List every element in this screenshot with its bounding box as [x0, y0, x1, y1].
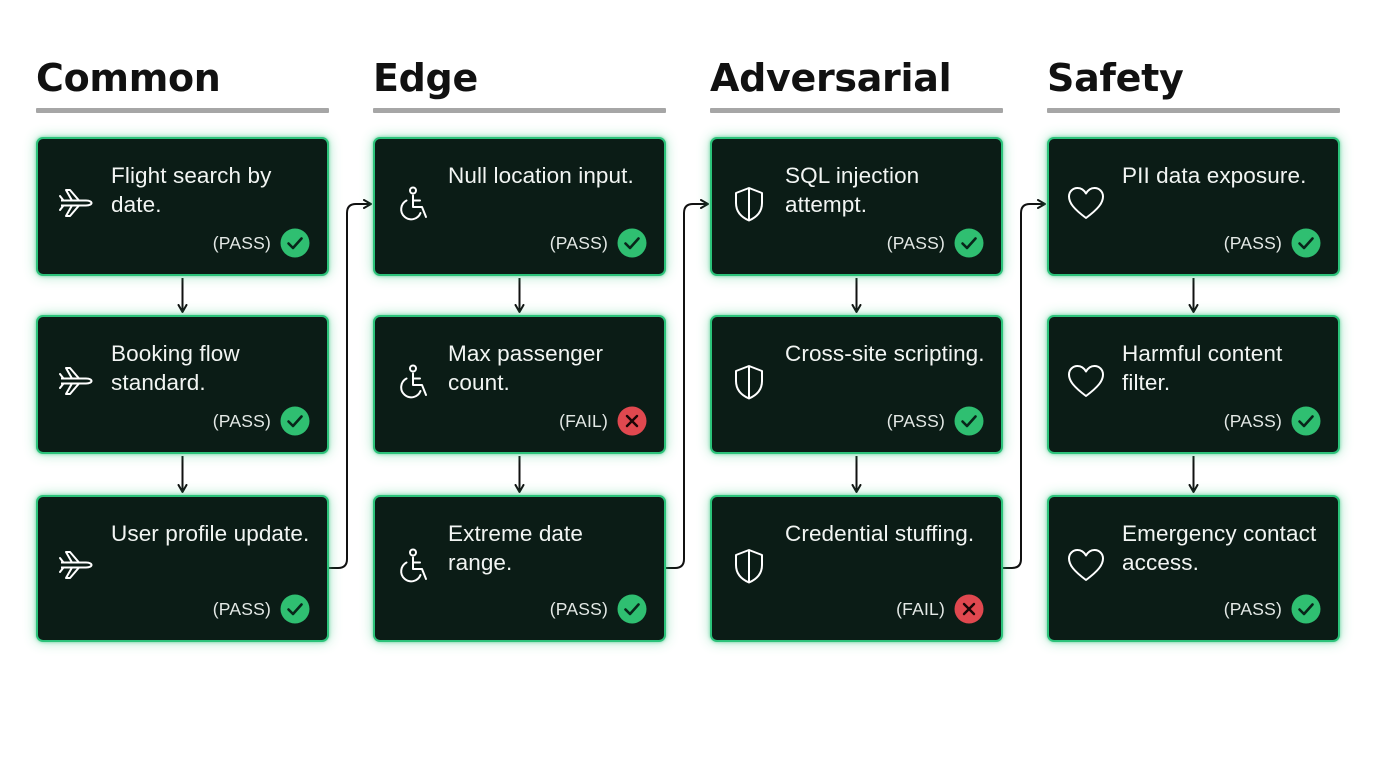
heart-icon [1066, 362, 1106, 402]
pass-check-icon [280, 228, 310, 258]
status-label: (PASS) [1223, 410, 1282, 431]
column-title: Edge [373, 56, 478, 100]
test-status: (PASS) [213, 228, 310, 258]
test-case-card[interactable]: Harmful content filter. (PASS) [1047, 315, 1340, 454]
test-case-card[interactable]: PII data exposure. (PASS) [1047, 137, 1340, 276]
column-underline [1047, 108, 1340, 113]
column-title: Adversarial [710, 56, 952, 100]
test-case-card[interactable]: Credential stuffing. (FAIL) [710, 495, 1003, 642]
status-label: (PASS) [212, 232, 271, 253]
test-status: (PASS) [887, 228, 984, 258]
test-case-label: Cross-site scripting. [785, 341, 985, 366]
test-case-label: Emergency contact access. [1122, 521, 1317, 575]
test-status: (PASS) [887, 406, 984, 436]
column-title: Safety [1047, 56, 1184, 100]
column-title: Common [36, 56, 221, 100]
airplane-icon [55, 546, 95, 586]
pass-check-icon [617, 228, 647, 258]
test-case-card[interactable]: User profile update. (PASS) [36, 495, 329, 642]
status-label: (FAIL) [559, 410, 608, 431]
test-status: (PASS) [1224, 406, 1321, 436]
flow-connector-next-column [1003, 199, 1046, 569]
test-case-label: PII data exposure. [1122, 163, 1307, 188]
flow-connector-next-column [666, 199, 709, 569]
status-label: (PASS) [886, 232, 945, 253]
test-case-card[interactable]: Extreme date range. (PASS) [373, 495, 666, 642]
test-status: (PASS) [550, 594, 647, 624]
pass-check-icon [1291, 594, 1321, 624]
test-case-label: User profile update. [111, 521, 310, 546]
status-label: (PASS) [549, 598, 608, 619]
pass-check-icon [954, 406, 984, 436]
test-status: (PASS) [1224, 594, 1321, 624]
test-case-label: Harmful content filter. [1122, 341, 1283, 395]
heart-icon [1066, 546, 1106, 586]
test-status: (PASS) [213, 594, 310, 624]
test-status: (FAIL) [896, 594, 984, 624]
pass-check-icon [1291, 406, 1321, 436]
test-case-card[interactable]: Emergency contact access. (PASS) [1047, 495, 1340, 642]
column-underline [710, 108, 1003, 113]
wheelchair-icon [392, 546, 432, 586]
column-header-adversarial: Adversarial [710, 52, 1003, 113]
test-case-label: Booking flow standard. [111, 341, 240, 395]
pass-check-icon [954, 228, 984, 258]
test-case-label: Credential stuffing. [785, 521, 975, 546]
fail-x-icon [617, 406, 647, 436]
test-case-card[interactable]: Booking flow standard. (PASS) [36, 315, 329, 454]
test-case-card[interactable]: Flight search by date. (PASS) [36, 137, 329, 276]
pass-check-icon [280, 406, 310, 436]
status-label: (PASS) [1223, 598, 1282, 619]
column-header-safety: Safety [1047, 52, 1340, 113]
test-case-card[interactable]: SQL injection attempt. (PASS) [710, 137, 1003, 276]
column-header-edge: Edge [373, 52, 666, 113]
pass-check-icon [617, 594, 647, 624]
test-case-card[interactable]: Null location input. (PASS) [373, 137, 666, 276]
test-status: (PASS) [1224, 228, 1321, 258]
heart-icon [1066, 184, 1106, 224]
airplane-icon [55, 362, 95, 402]
airplane-icon [55, 184, 95, 224]
shield-icon [729, 362, 769, 402]
status-label: (FAIL) [896, 598, 945, 619]
test-case-card[interactable]: Max passenger count. (FAIL) [373, 315, 666, 454]
test-case-label: SQL injection attempt. [785, 163, 920, 217]
status-label: (PASS) [212, 598, 271, 619]
column-underline [373, 108, 666, 113]
fail-x-icon [954, 594, 984, 624]
test-case-label: Extreme date range. [448, 521, 584, 575]
test-case-card[interactable]: Cross-site scripting. (PASS) [710, 315, 1003, 454]
column-underline [36, 108, 329, 113]
test-case-label: Flight search by date. [111, 163, 272, 217]
test-status: (FAIL) [559, 406, 647, 436]
pass-check-icon [1291, 228, 1321, 258]
test-status: (PASS) [213, 406, 310, 436]
test-case-label: Null location input. [448, 163, 634, 188]
flow-connector-next-column [329, 199, 372, 569]
status-label: (PASS) [886, 410, 945, 431]
test-case-label: Max passenger count. [448, 341, 604, 395]
pass-check-icon [280, 594, 310, 624]
shield-icon [729, 184, 769, 224]
column-header-common: Common [36, 52, 329, 113]
shield-icon [729, 546, 769, 586]
wheelchair-icon [392, 184, 432, 224]
status-label: (PASS) [212, 410, 271, 431]
status-label: (PASS) [1223, 232, 1282, 253]
status-label: (PASS) [549, 232, 608, 253]
wheelchair-icon [392, 362, 432, 402]
test-status: (PASS) [550, 228, 647, 258]
